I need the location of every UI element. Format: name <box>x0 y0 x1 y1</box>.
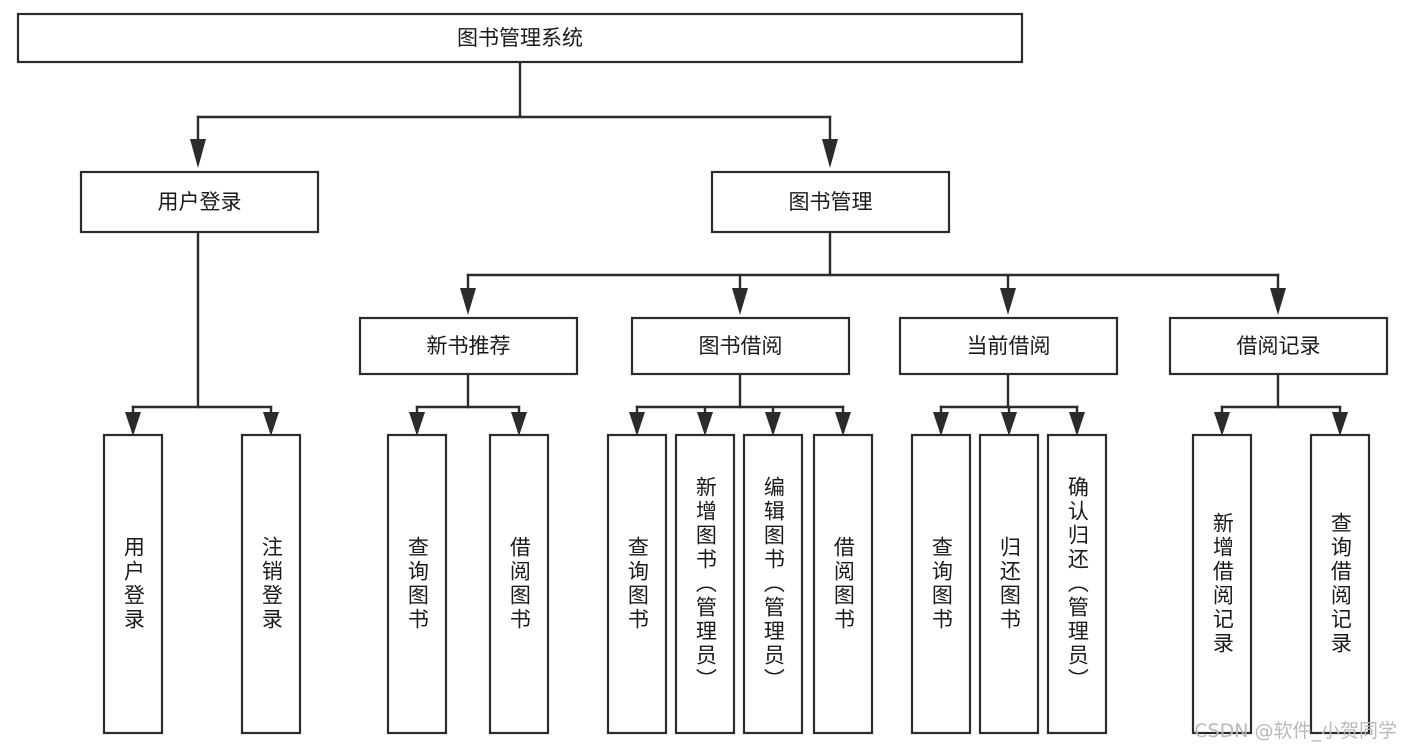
node-root-label: 图书管理系统 <box>457 26 583 50</box>
node-current-borrow-label: 当前借阅 <box>967 334 1051 358</box>
arrow-head-icon <box>1069 412 1085 436</box>
arrow-head-icon <box>1214 412 1230 436</box>
node-new-book-recommend-label: 新书推荐 <box>427 334 511 358</box>
connector-currentborrow-to-leaves <box>933 372 1085 436</box>
leaf-box-query-book-1[interactable] <box>386 433 448 735</box>
node-current-borrow[interactable]: 当前借阅 <box>898 316 1119 376</box>
arrow-head-icon <box>1332 412 1348 436</box>
arrow-head-icon <box>190 139 206 168</box>
node-borrow-record[interactable]: 借阅记录 <box>1168 316 1389 376</box>
leaf-box-borrow-book-1[interactable] <box>488 433 550 735</box>
arrow-head-icon <box>1001 412 1017 436</box>
node-book-management-label: 图书管理 <box>789 190 873 214</box>
node-user-login-box[interactable] <box>79 170 320 234</box>
arrow-head-icon <box>697 412 713 436</box>
arrow-head-icon <box>460 288 476 315</box>
watermark-text: CSDN @软件_小贺同学 <box>1194 720 1397 742</box>
arrow-head-icon <box>933 412 949 436</box>
node-current-borrow-box[interactable] <box>898 316 1119 376</box>
node-new-book-recommend-box[interactable] <box>358 316 579 376</box>
connector-bookmgmt-to-level2 <box>460 230 1286 315</box>
arrow-head-icon <box>125 412 141 436</box>
node-new-book-recommend[interactable]: 新书推荐 <box>358 316 579 376</box>
node-user-login[interactable]: 用户登录 <box>79 170 320 234</box>
leaf-box-borrow-book-2[interactable] <box>812 433 874 735</box>
leaf-boxes <box>102 433 1371 735</box>
connector-root-to-level1 <box>190 60 838 168</box>
leaf-box-edit-book[interactable] <box>742 433 804 735</box>
node-borrow-record-label: 借阅记录 <box>1237 334 1321 358</box>
node-root-box[interactable] <box>16 12 1024 64</box>
leaf-box-query-record[interactable] <box>1309 433 1371 735</box>
arrow-head-icon <box>511 412 527 436</box>
leaf-box-query-book-2[interactable] <box>606 433 668 735</box>
node-book-management[interactable]: 图书管理 <box>710 170 951 234</box>
leaf-box-add-record[interactable] <box>1191 433 1253 735</box>
connector-bookborrow-to-leaves <box>629 372 851 436</box>
arrow-head-icon <box>822 139 838 168</box>
node-user-login-label: 用户登录 <box>158 190 242 214</box>
arrow-head-icon <box>629 412 645 436</box>
connector-borrowrecord-to-leaves <box>1214 372 1348 436</box>
leaf-box-confirm-return[interactable] <box>1046 433 1108 735</box>
leaf-box-return-book[interactable] <box>978 433 1040 735</box>
node-root[interactable]: 图书管理系统 <box>16 12 1024 64</box>
arrow-head-icon <box>263 412 279 436</box>
arrow-head-icon <box>1270 288 1286 315</box>
leaf-box-add-book[interactable] <box>674 433 736 735</box>
arrow-head-icon <box>835 412 851 436</box>
connector-newbook-to-leaves <box>409 372 527 436</box>
leaf-box-user-login[interactable] <box>102 433 164 735</box>
node-book-borrow[interactable]: 图书借阅 <box>630 316 851 376</box>
node-book-borrow-label: 图书借阅 <box>699 334 783 358</box>
arrow-head-icon <box>765 412 781 436</box>
node-book-borrow-box[interactable] <box>630 316 851 376</box>
arrow-head-icon <box>1000 288 1016 315</box>
node-book-management-box[interactable] <box>710 170 951 234</box>
connector-userlogin-to-leaves <box>125 230 279 436</box>
leaf-box-query-book-3[interactable] <box>910 433 972 735</box>
arrow-head-icon <box>409 412 425 436</box>
arrow-head-icon <box>732 288 748 315</box>
leaf-box-logout[interactable] <box>240 433 302 735</box>
node-borrow-record-box[interactable] <box>1168 316 1389 376</box>
